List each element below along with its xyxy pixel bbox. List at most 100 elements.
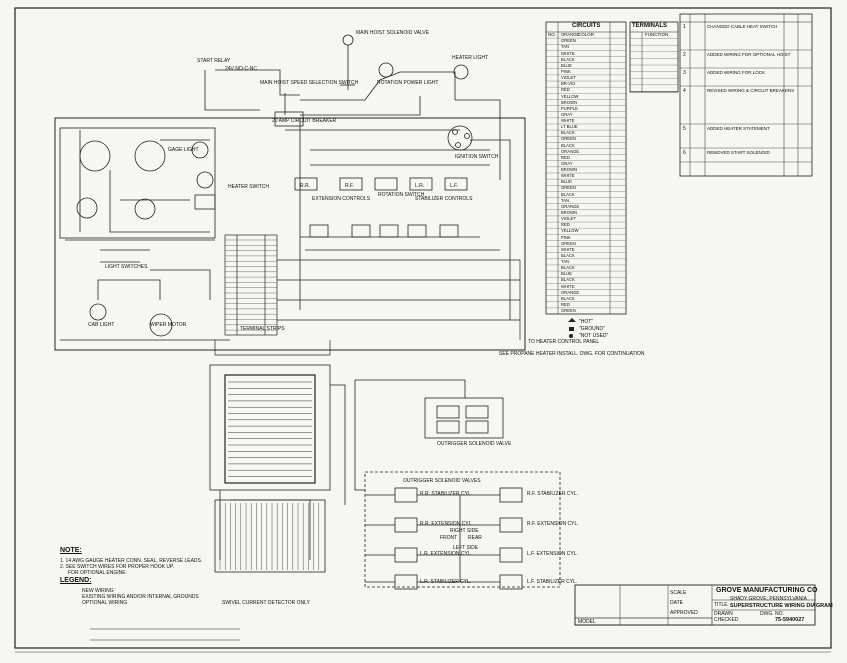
title-block-frame	[574, 584, 816, 626]
circuit-color: BLACK	[561, 252, 575, 258]
circuit-color: YELLOW	[561, 228, 579, 234]
dwg-no-label: DWG. NO.	[760, 611, 784, 617]
circuit-color: VIOLET	[561, 75, 576, 81]
model-label: MODEL	[578, 619, 596, 625]
revision-letter: 1	[683, 24, 686, 30]
approved-label: APPROVED	[670, 610, 698, 616]
light-switches-label: LIGHT SWITCHES	[105, 264, 148, 270]
mark-legend	[568, 318, 576, 338]
main-hoist-speed-label: MAIN HOIST SPEED SELECTION SWITCH	[260, 80, 359, 86]
legend-existing: EXISTING WIRING AND/OR INTERNAL GROUNDS	[82, 594, 199, 600]
date-label: DATE	[670, 600, 683, 606]
color-header: COLOR	[578, 32, 595, 37]
revision-letter: 5	[683, 126, 686, 132]
drawn-label: DRAWN	[714, 611, 733, 617]
swivel-label: SWIVEL CURRENT DETECTOR ONLY	[222, 600, 310, 606]
revision-letter: 2	[683, 52, 686, 58]
top-components	[274, 34, 473, 151]
revision-description: ADDED HEATER STATEMENT	[707, 126, 770, 131]
drawing-title: SUPERSTRUCTURE WIRING DIAGRAM	[730, 603, 833, 609]
amp-breaker-label: 20 AMP CIRCUIT BREAKER	[272, 118, 337, 124]
circuit-color: PINK	[561, 234, 571, 240]
circuit-color: GRAY	[561, 160, 573, 166]
lf-ext-label: L.F. EXTENSION CYL.	[527, 551, 578, 557]
circuit-color: RED	[561, 87, 570, 93]
rf-stab-label: R.F. STABILIZER CYL.	[527, 491, 579, 497]
circuit-color: BLUE	[561, 271, 572, 277]
terminals-title: TERMINALS	[632, 23, 667, 29]
circuit-color: BLACK	[561, 130, 575, 136]
circuit-color: WHITE	[561, 50, 575, 56]
left-side-label: LEFT SIDE	[453, 545, 479, 551]
circuit-color: BLACK	[561, 142, 575, 148]
legend-new: NEW WIRING	[82, 588, 114, 594]
circuit-color: WHITE	[561, 283, 575, 289]
main-hoist-label: MAIN HOIST SOLENOID VALVE	[356, 30, 430, 36]
circuit-color: BROWN	[561, 209, 578, 215]
no-header: NO.	[548, 32, 557, 37]
stabilizer-controls-label: STABILIZER CONTROLS	[415, 196, 473, 202]
circuits-title: CIRCUITS	[572, 23, 601, 29]
notes-title: NOTE:	[60, 547, 82, 554]
legend-title: LEGEND:	[60, 577, 92, 584]
circuit-color: TAN	[561, 197, 570, 203]
revision-letter: 6	[683, 150, 686, 156]
rear-label: REAR	[468, 535, 482, 541]
circuit-color: GREEN	[561, 308, 576, 314]
circuit-color: RED	[561, 301, 570, 307]
revision-block	[679, 13, 813, 177]
circuit-color: BROWN	[561, 99, 578, 105]
outrigger-valve	[354, 379, 504, 491]
heater-switch-label: HEATER SWITCH	[228, 184, 270, 190]
rf-switch-label: R.F.	[345, 183, 354, 189]
circuit-color: GREEN	[561, 240, 576, 246]
terminal-strips-label: TERMINAL STRIPS	[240, 326, 285, 332]
dwg-number: 75-5940027	[775, 617, 805, 623]
circuit-color: GREEN	[561, 136, 576, 142]
lr-switch-label: L.R.	[415, 183, 425, 189]
cab-light-label: CAB LIGHT	[88, 322, 115, 328]
circuit-color: ORANGE	[561, 289, 580, 295]
front-label: FRONT	[440, 535, 458, 541]
outrigger-cylinders	[364, 471, 561, 590]
right-side-label: RIGHT SIDE	[450, 528, 479, 534]
circuit-color: BLUE	[561, 62, 572, 68]
outrigger-solenoid-label: OUTRIGGER SOLENOID VALVE	[437, 441, 512, 447]
note-3: FOR OPTIONAL ENGINE	[68, 570, 126, 576]
circuit-color: BROWN	[561, 167, 578, 173]
rr-ext-label: R.R. EXTENSION CYL.	[420, 521, 473, 527]
cab-panel-border	[54, 117, 526, 351]
circuit-color: WHITE	[561, 173, 575, 179]
circuit-color: TAN	[561, 44, 570, 50]
circuit-color: PINK	[561, 68, 571, 74]
rotation-power-label: ROTATION POWER LIGHT	[377, 80, 439, 86]
lf-stab-label: L.F. STABILIZER CYL.	[527, 579, 578, 585]
revision-letter: 4	[683, 88, 686, 94]
lf-switch-label: L.F.	[450, 183, 459, 189]
revision-description: ADDED WIRING FOR LOCK	[707, 70, 766, 75]
heater-light-label: HEATER LIGHT	[452, 55, 489, 61]
rotation-switch-label: ROTATION SWITCH	[378, 192, 425, 198]
extension-controls-label: EXTENSION CONTROLS	[312, 196, 371, 202]
circuit-color: WHITE	[561, 246, 575, 252]
rr-switch-label: R.R.	[300, 183, 310, 189]
bottom-scale	[90, 628, 240, 641]
legend-optional: OPTIONAL WIRING	[82, 600, 128, 606]
company-name: GROVE MANUFACTURING CO	[716, 587, 818, 594]
rr-stab-label: R.R. STABILIZER CYL.	[420, 491, 473, 497]
circuit-color: WHITE	[561, 118, 575, 124]
title-label: TITLE	[714, 602, 728, 608]
circuit-color: BLUE	[561, 179, 572, 185]
to-heater-label: TO HEATER CONTROL PANEL	[528, 339, 600, 345]
circuit-color: BLACK	[561, 277, 575, 283]
circuit-color: PURPLE	[561, 105, 578, 111]
gage-light-label: GAGE LIGHT	[168, 147, 199, 153]
switch-row	[294, 177, 500, 251]
ignition-switch-label: IGNITION SWITCH	[455, 154, 499, 160]
checked-label: CHECKED	[714, 617, 739, 623]
start-relay-sub-label: 24V NO-C-NC	[225, 66, 257, 72]
revision-description: REVISED WIRING & CIRCUIT BREAKERS	[707, 88, 795, 93]
circuit-color: GREEN	[561, 38, 576, 44]
circuit-color: RED	[561, 222, 570, 228]
